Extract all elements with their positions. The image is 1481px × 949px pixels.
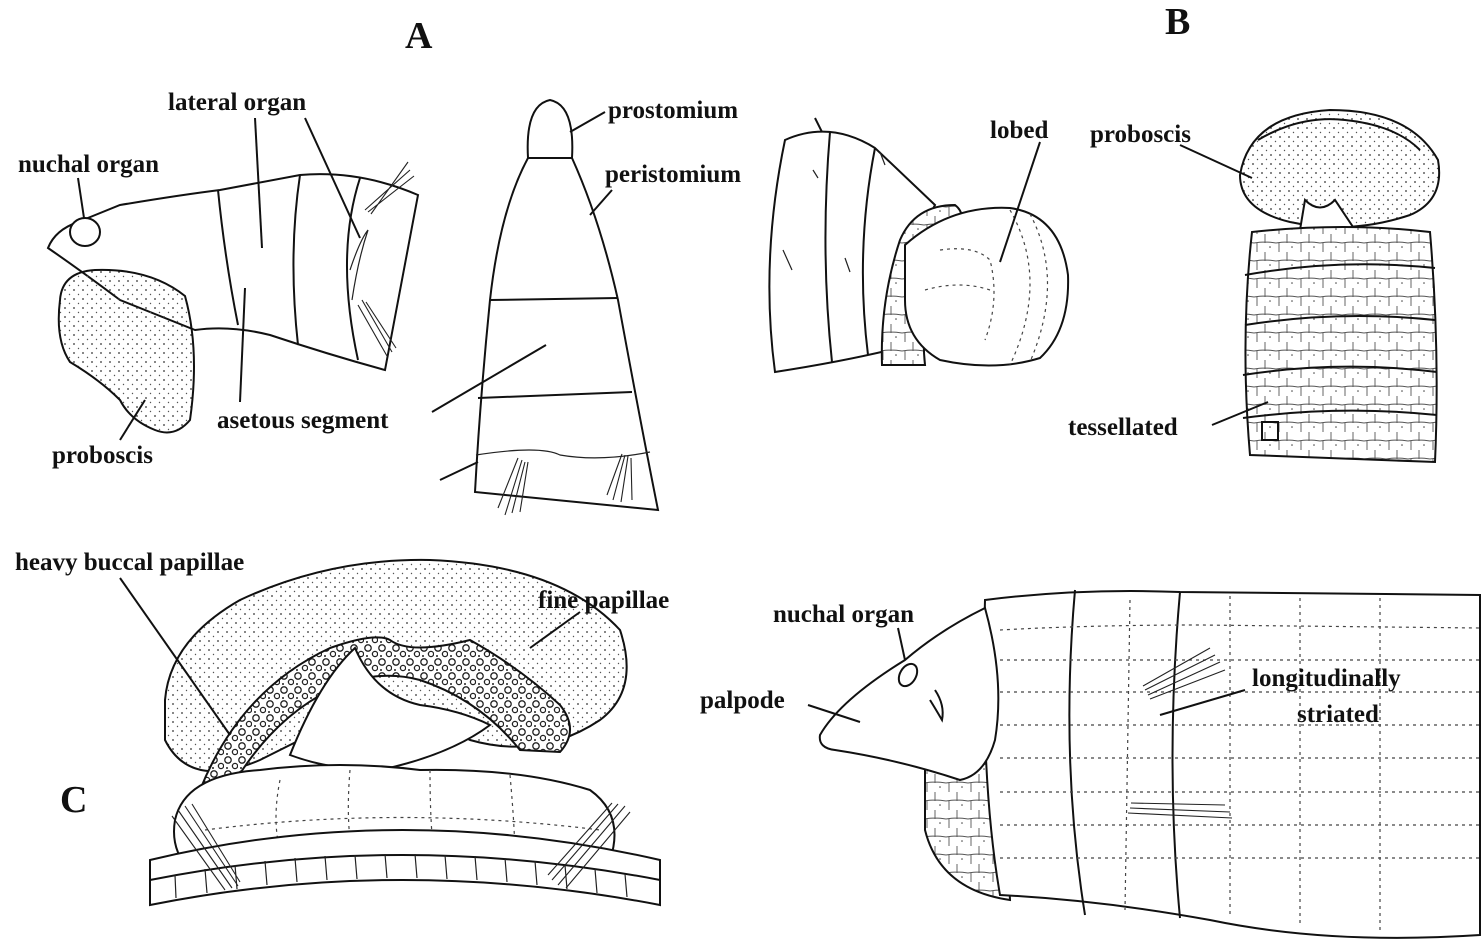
label-lobed: lobed	[990, 117, 1048, 144]
label-proboscis-a: proboscis	[52, 442, 153, 469]
label-tessellated: tessellated	[1068, 414, 1178, 441]
label-peristomium: peristomium	[605, 161, 741, 188]
label-proboscis-b: proboscis	[1090, 121, 1191, 148]
label-nuchal-organ-d: nuchal organ	[773, 601, 914, 628]
label-asetous-segment: asetous segment	[217, 407, 389, 434]
label-fine-papillae: fine papillae	[538, 587, 669, 614]
label-heavy-buccal-papillae: heavy buccal papillae	[15, 549, 244, 576]
label-striated: striated	[1297, 701, 1379, 728]
label-prostomium: prostomium	[608, 97, 738, 124]
panel-letter-c: C	[60, 779, 87, 821]
panel-a-lobed-view	[769, 118, 1068, 372]
panel-a-lateral-view	[48, 162, 418, 432]
panel-letter-b: B	[1165, 1, 1190, 43]
label-nuchal-organ-a: nuchal organ	[18, 151, 159, 178]
panel-b: B	[1165, 1, 1439, 462]
panel-d: D	[808, 590, 1480, 938]
label-palpode: palpode	[700, 687, 785, 714]
label-longitudinally: longitudinally	[1252, 665, 1401, 692]
panel-letter-a: A	[405, 15, 433, 57]
label-lateral-organ: lateral organ	[168, 89, 306, 116]
